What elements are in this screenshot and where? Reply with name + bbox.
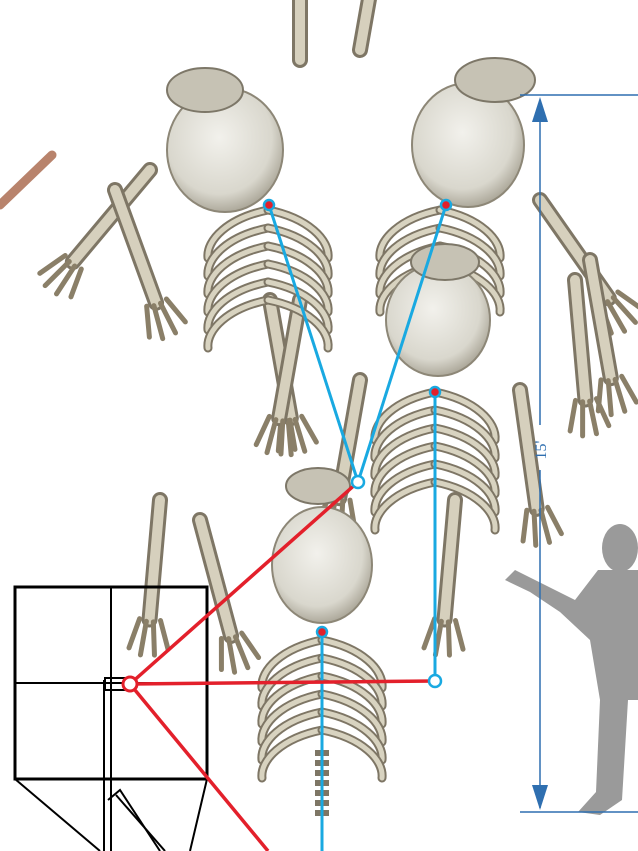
skeleton-top-left bbox=[36, 0, 328, 457]
human-silhouette bbox=[505, 524, 638, 815]
skeleton-top-right bbox=[339, 0, 638, 417]
skeleton-bottom bbox=[128, 468, 475, 820]
bone-fragment bbox=[0, 155, 52, 205]
height-label: 15' bbox=[533, 440, 550, 459]
structure-line-drawing bbox=[15, 587, 207, 851]
